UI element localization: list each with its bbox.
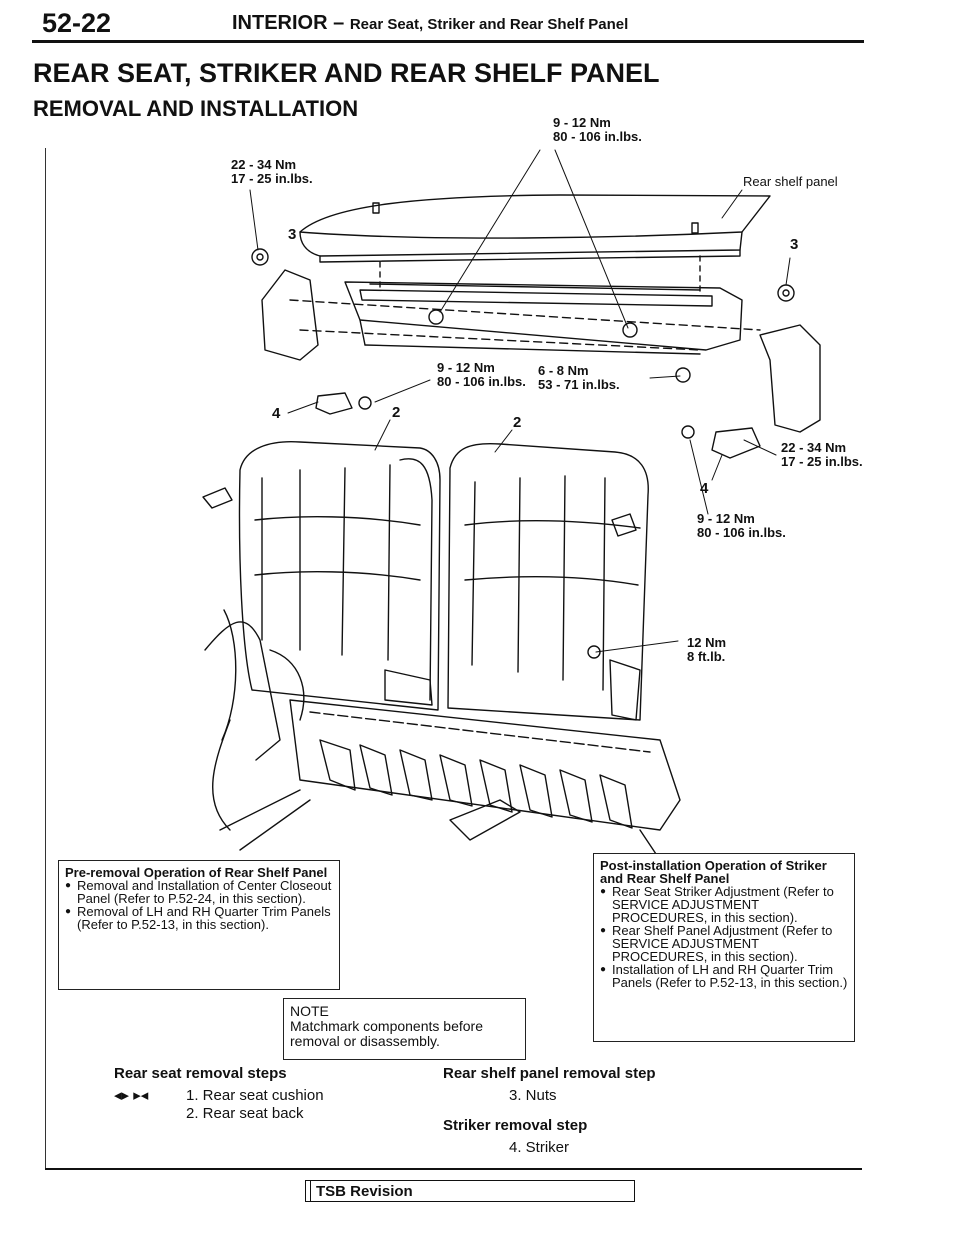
rear-seat-step-marks: ◂▸ ▸◂ [114,1087,148,1105]
callout-line: 53 - 71 in.lbs. [538,377,620,392]
header-subsection: Rear Seat, Striker and Rear Shelf Panel [349,16,629,33]
rear-shelf-panel-drawing [299,194,771,297]
callout-line: 9 - 12 Nm [437,360,495,375]
callout-torque-top-left: 22 - 34 Nm 17 - 25 in.lbs. [231,158,313,186]
striker-bracket-rail-drawing [261,269,821,433]
tsb-revision-box: TSB Revision [305,1180,635,1202]
part-number-seat-back-left: 2 [392,404,401,421]
page-subtitle: REMOVAL AND INSTALLATION [33,96,359,121]
callout-line: 17 - 25 in.lbs. [781,454,863,469]
seat-hinge-drawings [202,487,637,537]
post-installation-box: Post-installation Operation of Striker a… [593,853,855,1042]
part-number-right-striker: 4 [700,480,709,497]
callout-leader-lines [249,149,791,653]
bottom-rule [45,1168,862,1170]
rear-seat-back-drawing [204,441,649,831]
rear-seat-steps: Rear seat removal steps [114,1065,414,1083]
callout-line: 9 - 12 Nm [697,511,755,526]
callout-line: 17 - 25 in.lbs. [231,171,313,186]
shelf-steps-heading: Rear shelf panel removal step [443,1065,656,1082]
rear-seat-step-list: 1. Rear seat cushion 2. Rear seat back [186,1087,324,1123]
note-text: Matchmark components before removal or d… [290,1018,483,1049]
post-installation-title: Post-installation Operation of Striker a… [600,858,827,886]
striker-drawings [315,392,761,459]
part-number-seat-back-right: 2 [513,414,522,431]
content-left-rule [45,148,46,1170]
post-installation-item: Installation of LH and RH Quarter Trim P… [600,963,848,989]
callout-line: 6 - 8 Nm [538,363,589,378]
part-number-left-striker: 4 [272,405,281,422]
step-item: 4. Striker [509,1139,570,1156]
callout-torque-seat-bolt: 12 Nm 8 ft.lb. [687,636,726,664]
callout-line: 80 - 106 in.lbs. [553,129,642,144]
pre-removal-item: Removal of LH and RH Quarter Trim Panels… [65,905,333,931]
pre-removal-box: Pre-removal Operation of Rear Shelf Pane… [58,860,340,990]
rear-seat-cushion-drawing [219,645,681,861]
callout-line: 80 - 106 in.lbs. [437,374,526,389]
shelf-steps: Rear shelf panel removal step 3. Nuts [443,1065,656,1105]
nut-fasteners [251,248,795,439]
rear-seat-steps-heading: Rear seat removal steps [114,1065,287,1082]
post-installation-item: Rear Shelf Panel Adjustment (Refer to SE… [600,924,848,963]
note-box: NOTE Matchmark components before removal… [283,998,526,1060]
striker-steps: Striker removal step 4. Striker [443,1117,587,1157]
callout-torque-mid-left: 9 - 12 Nm 80 - 106 in.lbs. [437,361,526,389]
callout-line: 12 Nm [687,635,727,650]
header-section: INTERIOR – [232,12,345,34]
callout-line: 80 - 106 in.lbs. [697,525,786,540]
callout-line: 22 - 34 Nm [231,157,297,172]
step-item: 3. Nuts [509,1087,557,1104]
tsb-revision-label: TSB Revision [316,1183,413,1200]
striker-steps-heading: Striker removal step [443,1117,588,1134]
step-item: 2. Rear seat back [186,1105,304,1122]
callout-torque-top-center: 9 - 12 Nm 80 - 106 in.lbs. [553,116,642,144]
part-number-right-nut: 3 [790,236,799,253]
header-title: INTERIOR – Rear Seat, Striker and Rear S… [232,12,628,35]
callout-line: 22 - 34 Nm [781,440,847,455]
callout-torque-right-upper: 22 - 34 Nm 17 - 25 in.lbs. [781,441,863,469]
callout-line: 9 - 12 Nm [553,115,611,130]
callout-torque-mid-center: 6 - 8 Nm 53 - 71 in.lbs. [538,364,620,392]
part-number-left-nut: 3 [288,226,297,243]
pre-removal-title: Pre-removal Operation of Rear Shelf Pane… [65,865,328,880]
page-title: REAR SEAT, STRIKER AND REAR SHELF PANEL [33,58,660,88]
step-item: 1. Rear seat cushion [186,1087,324,1104]
page-number: 52-22 [42,8,112,38]
callout-rear-shelf-panel: Rear shelf panel [743,174,838,189]
callout-torque-right-lower: 9 - 12 Nm 80 - 106 in.lbs. [697,512,786,540]
post-installation-item: Rear Seat Striker Adjustment (Refer to S… [600,885,848,924]
header-rule [32,40,864,43]
service-point-marks: ◂▸ ▸◂ [114,1087,149,1104]
note-label: NOTE [290,1003,329,1019]
pre-removal-item: Removal and Installation of Center Close… [65,879,333,905]
callout-line: 8 ft.lb. [687,649,726,664]
